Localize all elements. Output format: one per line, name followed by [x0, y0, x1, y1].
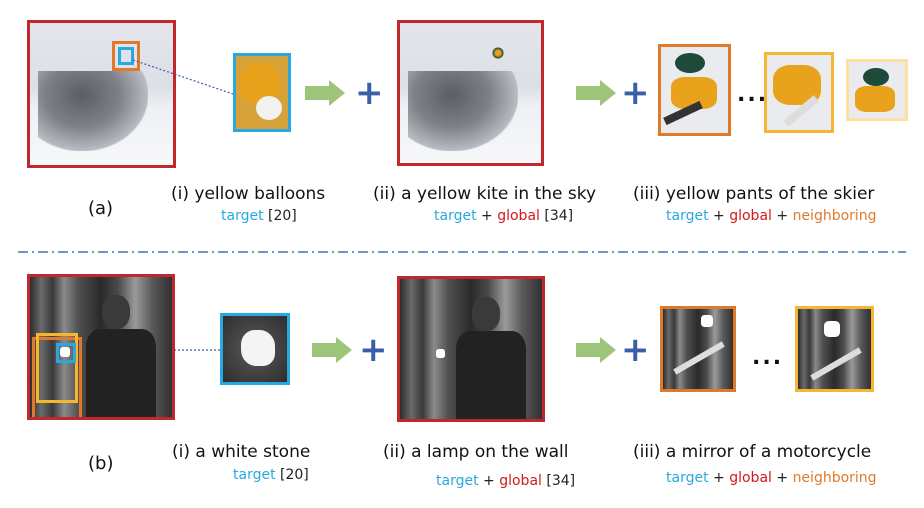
- row-b-global-image: [397, 276, 545, 422]
- man-body-2: [456, 331, 526, 419]
- white-glove-blob: [256, 96, 282, 120]
- row-a-step3-citation: target + global + neighboring: [666, 208, 877, 224]
- white-stone-3: [701, 315, 713, 327]
- motorcycle-mirror-2: [810, 347, 862, 381]
- snow-forest-2: [408, 71, 518, 151]
- snow-forest: [38, 71, 148, 151]
- row-a-neighbor-crop-1: [658, 44, 731, 136]
- white-stone-crop: [241, 330, 275, 366]
- row-a-full-image: [27, 20, 176, 168]
- row-b-plus-2: +: [621, 330, 650, 370]
- target-box-b: [56, 343, 76, 363]
- row-a-plus-2: +: [621, 73, 650, 113]
- white-stone-4: [824, 321, 840, 337]
- neighbor-box: [112, 41, 140, 71]
- row-a-step2-citation: target + global [34]: [434, 208, 574, 224]
- white-stone-2: [436, 349, 445, 358]
- row-a-target-crop: [233, 53, 291, 132]
- row-b-neighbor-crop-1: [660, 306, 736, 392]
- man-body: [86, 329, 156, 417]
- skier-small: [492, 47, 504, 59]
- skier-jacket: [675, 53, 705, 73]
- row-b-arrow-1: [312, 337, 352, 363]
- neighbor-box-b: [32, 337, 82, 417]
- row-b-step3-caption: (iii) a mirror of a motorcycle: [633, 442, 872, 462]
- row-b-label: (b): [88, 453, 114, 474]
- row-a-global-image: [397, 20, 544, 166]
- row-a-label: (a): [88, 198, 114, 219]
- row-b-step3-citation: target + global + neighboring: [666, 470, 877, 486]
- row-b-plus-1: +: [359, 330, 388, 370]
- skier-pants-3: [855, 86, 895, 112]
- man-head-2: [472, 297, 500, 331]
- row-a-neighbor-crop-2: [764, 52, 834, 133]
- row-a-step1-citation: target [20]: [221, 208, 297, 224]
- row-a-connector: [132, 59, 237, 96]
- row-a-arrow-2: [576, 80, 616, 106]
- motorcycle-mirror: [673, 341, 725, 375]
- row-b-full-image: [27, 274, 175, 420]
- row-b-step1-citation: target [20]: [233, 467, 309, 483]
- man-head: [102, 295, 130, 329]
- row-a-step2-caption: (ii) a yellow kite in the sky: [373, 184, 597, 204]
- skier-jacket-3: [863, 68, 889, 86]
- neighbor-box-b2: [36, 333, 78, 403]
- row-b-arrow-2: [576, 337, 616, 363]
- row-a-neighbor-crop-3: [846, 59, 908, 121]
- row-b-ellipsis: ...: [752, 345, 784, 370]
- row-a-ellipsis: ...: [737, 82, 769, 107]
- row-b-target-crop: [220, 313, 290, 385]
- row-b-step2-caption: (ii) a lamp on the wall: [383, 442, 569, 462]
- row-a-plus-1: +: [355, 73, 384, 113]
- row-b-neighbor-crop-2: [795, 306, 874, 392]
- target-box: [118, 47, 134, 65]
- row-b-step2-citation: target + global [34]: [436, 473, 576, 489]
- white-stone-small: [60, 347, 70, 357]
- row-b-step1-caption: (i) a white stone: [172, 442, 311, 462]
- row-a-step3-caption: (iii) yellow pants of the skier: [633, 184, 875, 204]
- row-a-arrow-1: [305, 80, 345, 106]
- row-a-step1-caption: (i) yellow balloons: [171, 184, 326, 204]
